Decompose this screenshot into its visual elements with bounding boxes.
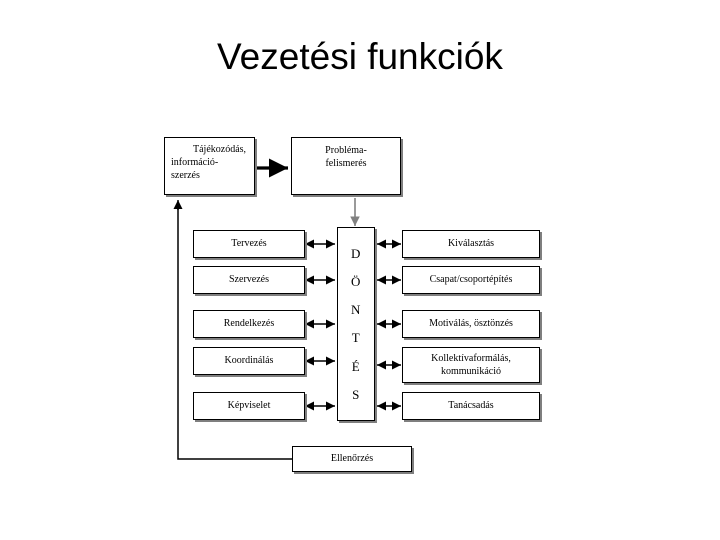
dontes-letter-e: É <box>351 358 361 374</box>
node-koordinalas[interactable]: Koordinálás <box>193 347 305 375</box>
node-rendelkezes-label: Rendelkezés <box>223 318 275 330</box>
node-motivalas-label: Motiválás, ösztönzés <box>429 318 513 330</box>
node-szervezes-label: Szervezés <box>229 274 269 286</box>
node-tanacsadas[interactable]: Tanácsadás <box>402 392 540 420</box>
node-csapatepites-label: Csapat/csoportépítés <box>429 274 513 286</box>
node-ellenorzes-label: Ellenőrzés <box>330 453 374 465</box>
node-tanacsadas-label: Tanácsadás <box>448 400 494 412</box>
node-rendelkezes[interactable]: Rendelkezés <box>193 310 305 338</box>
node-kepviselet-label: Képviselet <box>227 400 271 412</box>
node-tervezes-label: Tervezés <box>231 238 267 250</box>
node-szervezes[interactable]: Szervezés <box>193 266 305 294</box>
node-koordinalas-label: Koordinálás <box>224 355 274 367</box>
dontes-letter-s: S <box>352 386 360 402</box>
node-kollektivaformalas-label: Kollektívaformálás, kommunikáció <box>431 352 511 377</box>
node-ellenorzes[interactable]: Ellenőrzés <box>292 446 412 472</box>
node-kepviselet[interactable]: Képviselet <box>193 392 305 420</box>
node-tajekozodas-label: Tájékozódás, információ- szerzés <box>171 144 247 182</box>
node-motivalas[interactable]: Motiválás, ösztönzés <box>402 310 540 338</box>
dontes-letter-n: N <box>351 302 361 318</box>
feedback-loop-ellenorzes-to-tajekozodas <box>173 200 292 460</box>
node-csapatepites[interactable]: Csapat/csoportépítés <box>402 266 540 294</box>
node-kivalasztas[interactable]: Kiválasztás <box>402 230 540 258</box>
page-title: Vezetési funkciók <box>217 36 503 77</box>
node-dontes[interactable]: D Ö N T É S <box>337 227 375 421</box>
node-tervezes[interactable]: Tervezés <box>193 230 305 258</box>
node-problema-felismeres[interactable]: Probléma- felismerés <box>291 137 401 195</box>
dontes-letter-o: Ö <box>351 274 361 290</box>
node-problema-felismeres-label: Probléma- felismerés <box>325 145 367 170</box>
dontes-letter-t: T <box>351 330 361 346</box>
node-tajekozodas[interactable]: Tájékozódás, információ- szerzés <box>164 137 255 195</box>
dontes-letter-d: D <box>351 246 361 261</box>
node-kollektivaformalas[interactable]: Kollektívaformálás, kommunikáció <box>402 347 540 383</box>
node-kivalasztas-label: Kiválasztás <box>447 238 495 250</box>
